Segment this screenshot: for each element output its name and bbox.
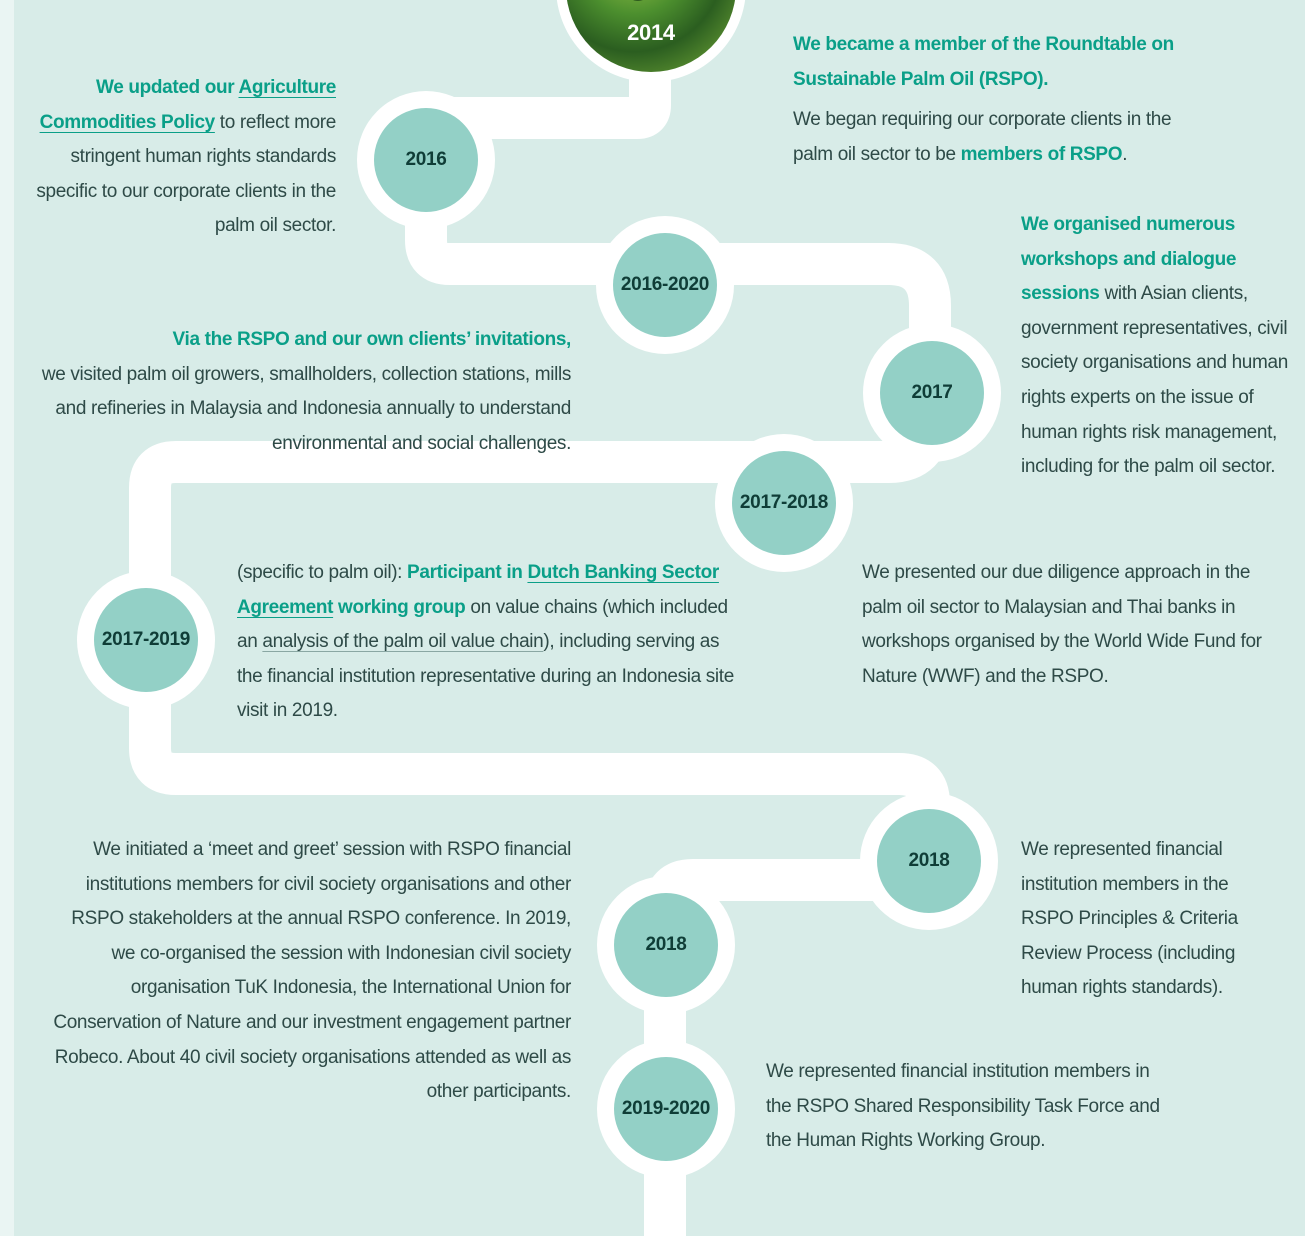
entry-workshops-body: with Asian clients, government represent… [1021, 283, 1288, 478]
entry-workshops: We organised numerous workshops and dial… [1021, 208, 1289, 485]
entry-workshops-title: We organised numerous workshops and dial… [1021, 214, 1237, 305]
entry-task-force: We represented financial institution mem… [766, 1061, 1160, 1152]
entry-dbsa-hl2: working group [333, 596, 466, 618]
entry-due-diligence: We presented our due diligence approach … [862, 562, 1262, 687]
node-2016: 2016 [374, 108, 478, 212]
entry-rspo-member: We became a member of the Roundtable on … [793, 28, 1223, 172]
timeline-canvas: 2014 2016 2016-2020 2017 2017-2018 2017-… [14, 0, 1305, 1236]
dutch-banking-link[interactable]: Dutch Banking Sector Agreement [237, 562, 719, 618]
node-2014-label: 2014 [627, 20, 675, 45]
entry-dbsa-pre: (specific to palm oil): [237, 562, 408, 583]
entry-dbsa-post: ), including serving as the financial in… [237, 631, 734, 722]
entry-dbsa-mid: on value chains (which included an [237, 596, 728, 653]
entry-policy-body: to reflect more stringent human rights s… [36, 111, 336, 237]
entry-visits-body: we visited palm oil growers, smallholder… [41, 363, 572, 454]
entry-pc-review: We represented financial institution mem… [1021, 839, 1238, 999]
members-of-rspo-link[interactable]: members of RSPO [960, 143, 1123, 165]
node-2019-2020: 2019-2020 [614, 1057, 718, 1161]
agriculture-policy-link[interactable]: Agriculture Commodities Policy [39, 77, 337, 133]
node-2018-meet: 2018 [614, 893, 718, 997]
entry-visits: Via the RSPO and our own clients’ invita… [39, 323, 572, 461]
entry-dbsa: (specific to palm oil): Participant in D… [237, 556, 735, 729]
node-2016-2020: 2016-2020 [613, 233, 717, 337]
entry-rspo-member-text: We began requiring our corporate clients… [793, 109, 1172, 165]
palm-oil-value-chain-link[interactable]: analysis of the palm oil value chain [262, 631, 544, 653]
entry-rspo-member-body: We began requiring our corporate clients… [793, 103, 1213, 172]
entry-policy: We updated our Agriculture Commodities P… [24, 71, 336, 244]
entry-visits-title: Via the RSPO and our own clients’ invita… [172, 329, 572, 350]
node-2017-2019: 2017-2019 [94, 588, 198, 692]
entry-policy-pre: We updated our [95, 77, 239, 98]
node-2017-2018: 2017-2018 [732, 451, 836, 555]
entry-rspo-member-end: . [1122, 143, 1128, 165]
entry-rspo-member-title: We became a member of the Roundtable on … [793, 34, 1174, 90]
node-2017: 2017 [880, 341, 984, 445]
node-2018-review: 2018 [877, 809, 981, 913]
entry-meet-greet: We initiated a ‘meet and greet’ session … [53, 839, 571, 1103]
entry-dbsa-hl1: Participant in [407, 562, 528, 583]
